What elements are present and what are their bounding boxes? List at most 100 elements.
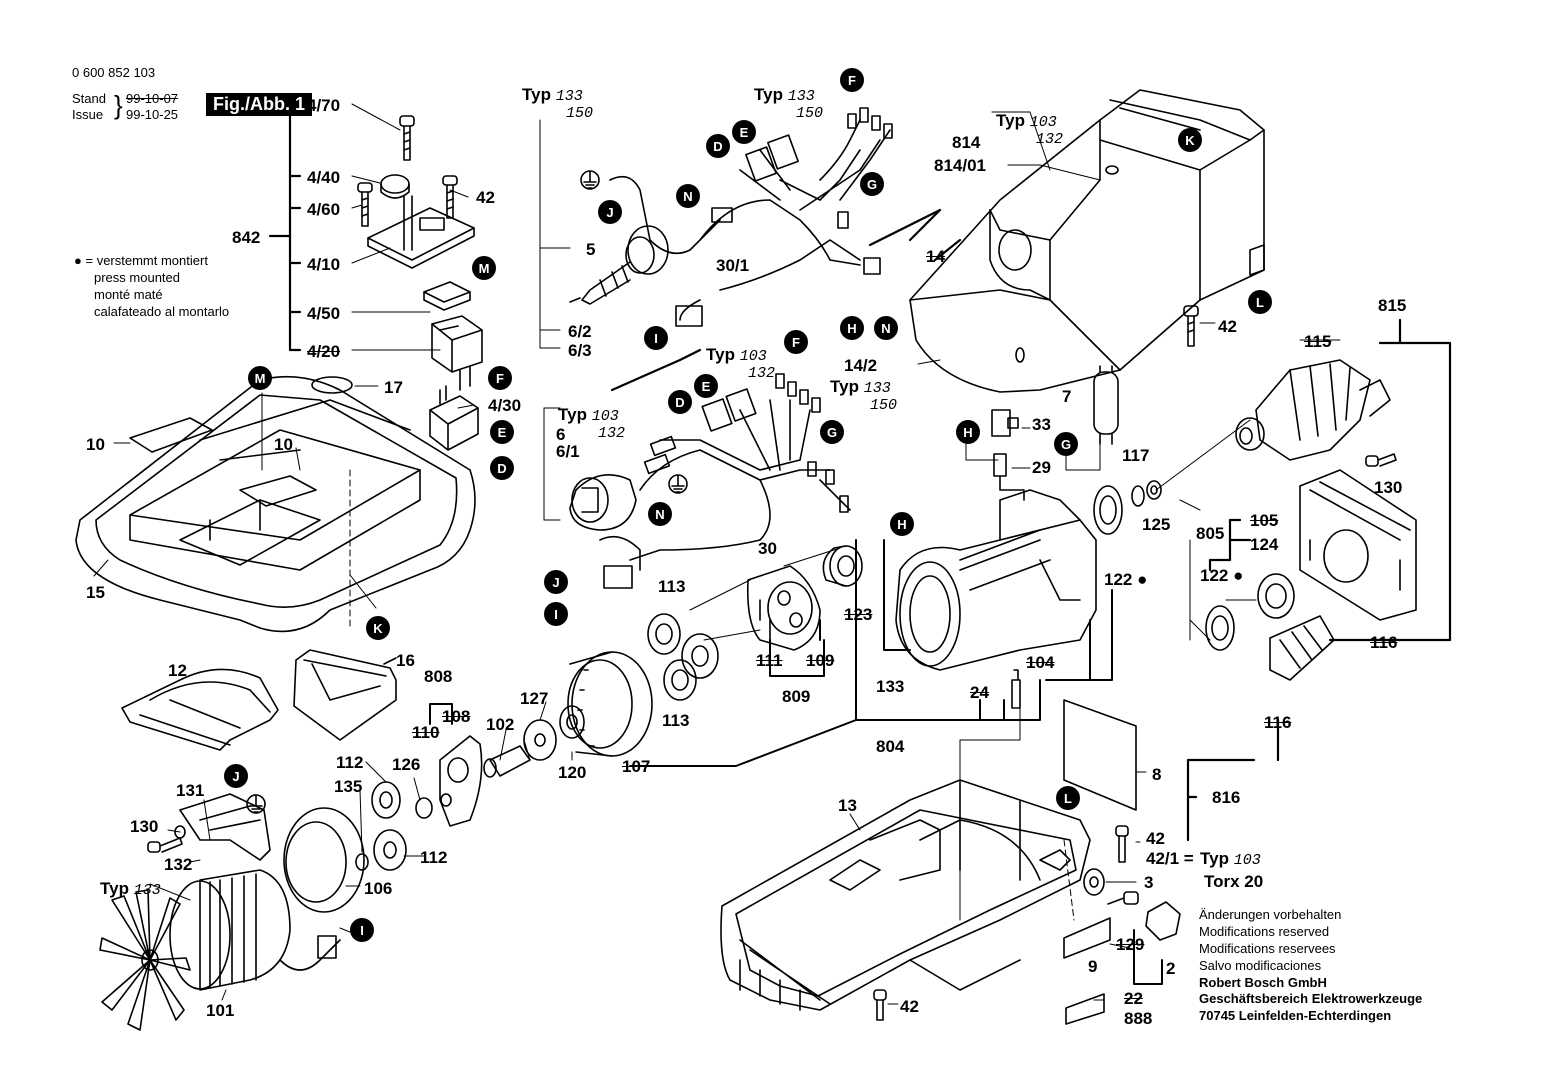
part-label-112-bottom: 112 (420, 848, 448, 867)
part-label-8: 8 (1152, 765, 1162, 784)
part-label-111: 111 (756, 651, 783, 670)
part-label-116-bottom: 116 (1264, 713, 1292, 732)
leader-lines-814 (917, 111, 1216, 365)
part-label-123: 123 (844, 605, 873, 624)
bearing-124 (1257, 573, 1295, 619)
stand-label: Stand (72, 91, 106, 106)
part-label-117: 117 (1122, 446, 1150, 465)
callout-h-terminal: H (956, 420, 980, 444)
brush-holder-116 (1269, 615, 1335, 681)
switch-screw-4-70 (399, 115, 415, 161)
label-plate-22 (1065, 993, 1105, 1025)
part-label-108: 108 (442, 707, 471, 726)
part-label-110: 110 (412, 723, 440, 742)
gear-housing-814 (909, 89, 1265, 393)
typ-label-upper-left: Typ 133 (522, 85, 583, 105)
part-label-888: 888 (1124, 1009, 1153, 1028)
part-label-30: 30 (758, 539, 777, 558)
part-label-42-housing: 42 (1218, 317, 1237, 336)
callout-n-housing: N (874, 316, 898, 340)
part-label-12: 12 (168, 661, 187, 680)
typ-label-lower-left: Typ 103 (558, 405, 619, 425)
callout-h-upper: H (840, 316, 864, 340)
callout-g-lower: G (820, 420, 844, 444)
legend-symbol: ● = (74, 253, 94, 268)
part-label-126: 126 (392, 755, 421, 774)
callout-i-lower: I (544, 602, 568, 626)
part-label-809: 809 (782, 687, 811, 706)
typ-label-14-2: Typ 133 (830, 377, 891, 397)
part-label-122-mid: 122 ● (1104, 570, 1148, 589)
callout-i-upper: I (644, 326, 668, 350)
leader-lines-housing (93, 392, 377, 631)
part-label-122-right: 122 ● (1200, 566, 1244, 585)
part-label-17: 17 (384, 378, 403, 397)
part-label-127: 127 (520, 689, 549, 708)
typ-label-screw: Typ 103 (1200, 849, 1261, 869)
callout-j-motor: J (224, 764, 248, 788)
screw-130-right (1365, 453, 1397, 467)
part-label-805: 805 (1196, 524, 1225, 543)
part-label-4-60: 4/60 (307, 200, 341, 219)
part-label-7: 7 (1062, 387, 1072, 406)
housing-cover-15 (75, 375, 476, 633)
screw-42-base-b (873, 989, 887, 1021)
part-label-4-30: 4/30 (488, 396, 522, 415)
part-label-120: 120 (558, 763, 587, 782)
part-label-29: 29 (1032, 458, 1051, 477)
housing-screw-42 (1183, 305, 1199, 347)
switch-group-bracket (268, 102, 302, 352)
label-plate-8 (1063, 699, 1137, 811)
part-label-808: 808 (424, 667, 453, 686)
circlip-135 (355, 853, 369, 871)
part-label-116-right: 116 (1370, 633, 1398, 652)
part-label-109: 109 (806, 651, 835, 670)
legend-line-4: calafateado al montarlo (94, 303, 230, 319)
seal-ring-122 (1093, 485, 1123, 535)
switch-plate-4-10 (367, 207, 475, 269)
part-label-6-2: 6/2 (568, 322, 592, 341)
ring-gear-107 (567, 651, 653, 757)
part-label-804: 804 (876, 737, 905, 756)
air-duct-16 (293, 649, 397, 741)
typ-label-lower-mid: Typ 103 (706, 345, 767, 365)
part-label-4-20: 4/20 (307, 342, 341, 361)
part-label-42-base-right: 42 (1146, 829, 1165, 848)
callout-j-lower: J (544, 570, 568, 594)
legend-line-1: verstemmt montiert (96, 253, 208, 268)
part-label-14: 14 (926, 247, 945, 266)
part-number: 0 600 852 103 (72, 65, 156, 80)
part-label-14-2: 14/2 (844, 356, 878, 375)
pinion-102 (483, 745, 531, 778)
thermal-sensor-5 (569, 225, 669, 305)
label-plate-10a (129, 417, 213, 453)
part-label-132: 132 (164, 855, 193, 874)
gear-112-top (371, 781, 401, 819)
part-label-135: 135 (334, 777, 363, 796)
typ-label-upper-mid: Typ 133 (754, 85, 815, 105)
bearing-cover-110 (439, 735, 483, 827)
callout-i-motor: I (350, 918, 374, 942)
switch-knob-4-40 (380, 174, 413, 251)
bracket-815-816 (1186, 318, 1452, 842)
typ-label-lower-left-132: 132 (598, 425, 626, 442)
part-label-42-1: 42/1 = (1146, 849, 1194, 868)
washer-117 (1131, 485, 1145, 507)
part-label-814-01: 814/01 (934, 156, 986, 175)
typ-label-upper-left-150: 150 (566, 105, 594, 122)
leader-lines-switch (351, 103, 475, 409)
label-oval-17 (311, 376, 379, 394)
motor-cover-12 (121, 668, 279, 751)
part-label-102: 102 (486, 715, 515, 734)
typ-label-motor: Typ 133 (100, 879, 161, 899)
part-label-4-50: 4/50 (307, 304, 341, 323)
footer-address: 70745 Leinfelden-Echterdingen (1199, 1008, 1392, 1024)
part-label-131: 131 (176, 781, 205, 800)
switch-screw-4-60 (357, 182, 373, 227)
callout-e-upper: E (732, 120, 756, 144)
terminal-29 (993, 453, 1025, 501)
part-label-115: 115 (1304, 332, 1332, 351)
callout-f-switch: F (488, 366, 512, 390)
part-label-842: 842 (232, 228, 261, 247)
part-label-106: 106 (364, 879, 393, 898)
